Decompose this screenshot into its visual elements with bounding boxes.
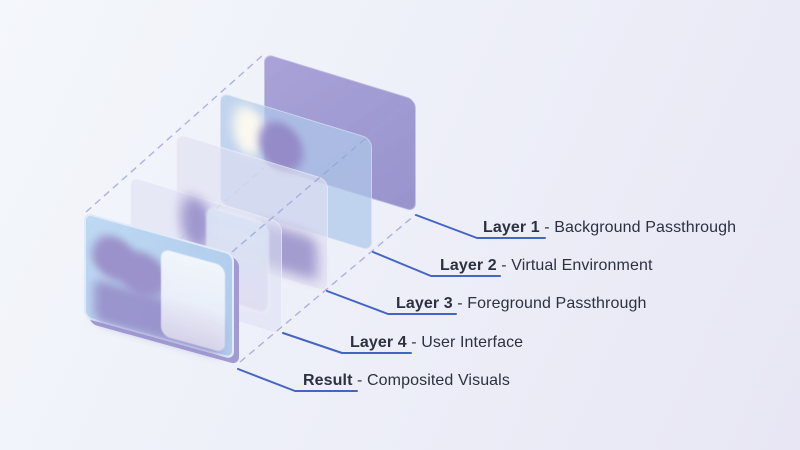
annotation-description: Composited Visuals bbox=[367, 372, 510, 389]
annotation-separator: - bbox=[496, 257, 512, 274]
annotation-result: Result - Composited Visuals bbox=[303, 372, 510, 389]
annotation-name: Layer 2 bbox=[440, 257, 497, 274]
annotation-separator: - bbox=[539, 219, 555, 236]
annotation-description: Foreground Passthrough bbox=[467, 295, 647, 312]
annotation-name: Result bbox=[303, 372, 353, 389]
composited-ui-panel bbox=[161, 248, 225, 354]
annotation-description: Virtual Environment bbox=[511, 257, 653, 274]
annotation-separator: - bbox=[352, 372, 368, 389]
annotation-description: User Interface bbox=[421, 334, 524, 351]
annotation-layer-4: Layer 4 - User Interface bbox=[350, 334, 523, 351]
annotation-name: Layer 4 bbox=[350, 334, 407, 351]
annotation-description: Background Passthrough bbox=[554, 219, 737, 236]
annotation-name: Layer 3 bbox=[396, 295, 453, 312]
annotation-separator: - bbox=[452, 295, 468, 312]
annotation-layer-1: Layer 1 - Background Passthrough bbox=[483, 219, 736, 236]
annotation-layer-2: Layer 2 - Virtual Environment bbox=[440, 257, 653, 274]
annotation-separator: - bbox=[406, 334, 422, 351]
annotation-layer-3: Layer 3 - Foreground Passthrough bbox=[396, 295, 646, 312]
annotation-name: Layer 1 bbox=[483, 219, 540, 236]
